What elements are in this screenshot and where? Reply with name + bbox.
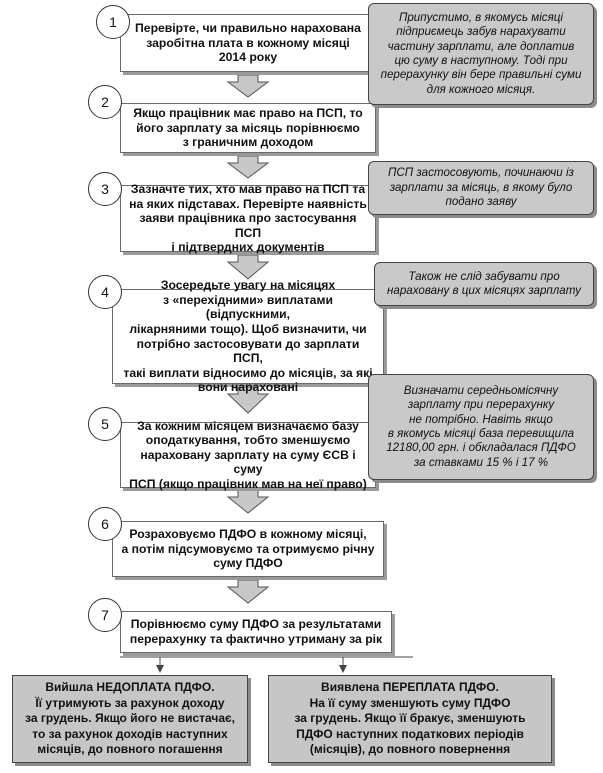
arrow-to-result-left [156,665,164,673]
step-text-7: Порівнюємо суму ПДФО за результатами пер… [129,617,383,646]
step-number-6: 6 [88,507,122,541]
step-box-2: Якщо працівник має право на ПСП, то його… [120,103,376,153]
step-box-6: Розраховуємо ПДФО в кожному місяці, а по… [112,521,384,577]
arrow-step4-5 [226,386,270,414]
result-underpayment: Вийшла НЕДОПЛАТА ПДФО. Її утримують за р… [12,675,248,763]
step-text-3: Зазначте тих, хто мав право на ПСП та на… [129,182,367,255]
side-note-text-2: ПСП застосовують, починаючи із зарплати … [388,166,574,209]
step-text-4: Зосередьте увагу на місяцях з «перехідни… [123,278,373,395]
result-overpayment: Виявлена ПЕРЕПЛАТА ПДФО. На її суму змен… [268,675,552,763]
arrow-step1-2 [226,74,270,98]
side-note-3: Також не слід забувати про нараховану в … [374,262,594,306]
step-text-6: Розраховуємо ПДФО в кожному місяці, а по… [121,527,375,571]
side-note-1: Припустимо, в якомусь місяці підприємець… [368,3,594,105]
step-number-5: 5 [88,407,122,441]
arrow-step3-4 [226,254,270,280]
step-text-2: Якщо працівник має право на ПСП, то його… [133,106,363,150]
side-note-text-1: Припустимо, в якомусь місяці підприємець… [380,10,582,96]
result-overpayment-text: Виявлена ПЕРЕПЛАТА ПДФО. На її суму змен… [294,680,526,757]
step-box-5: За кожним місяцем визначаємо базу оподат… [120,419,376,491]
step-box-4: Зосередьте увагу на місяцях з «перехідни… [112,278,384,394]
step-box-7: Порівнюємо суму ПДФО за результатами пер… [120,611,392,653]
side-note-text-3: Також не слід забувати про нараховану в … [387,269,581,297]
arrow-step6-7 [226,579,270,604]
step-number-1: 1 [96,5,130,39]
step-number-7: 7 [88,598,122,632]
step-box-1: Перевірте, чи правильно нарахована зароб… [120,14,376,72]
step-number-4: 4 [88,275,122,309]
step-number-2: 2 [88,85,122,119]
step-box-3: Зазначте тих, хто мав право на ПСП та на… [120,182,376,255]
side-note-text-4: Визначати середньомісячну зарплату при п… [386,383,576,469]
side-note-2: ПСП застосовують, починаючи із зарплати … [368,161,594,215]
step-number-3: 3 [88,172,122,206]
result-underpayment-text: Вийшла НЕДОПЛАТА ПДФО. Її утримують за р… [25,680,235,757]
side-note-4: Визначати середньомісячну зарплату при п… [368,374,594,480]
step-text-1: Перевірте, чи правильно нарахована зароб… [135,21,361,65]
step-text-5: За кожним місяцем визначаємо базу оподат… [129,418,367,491]
arrow-to-result-right [339,665,347,673]
arrow-step2-3 [226,155,270,179]
arrow-step5-6 [226,489,270,514]
